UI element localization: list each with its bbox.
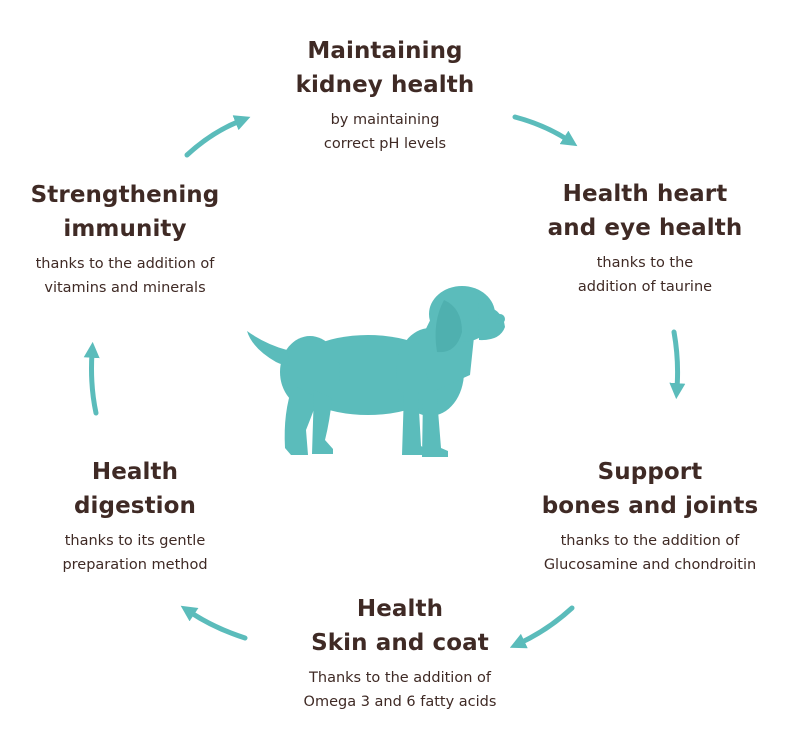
benefit-skin-coat: Health Skin and coat Thanks to the addit… [230, 592, 570, 714]
benefit-bones-joints: Support bones and joints thanks to the a… [500, 455, 800, 577]
benefit-kidney-title: Maintaining kidney health [295, 38, 475, 98]
benefit-digestion: Health digestion thanks to its gentle pr… [10, 455, 260, 577]
benefit-digestion-description: thanks to its gentle preparation method [62, 533, 208, 573]
arrow-kidney-to-heart-icon [512, 114, 578, 147]
benefit-bones-joints-title: Support bones and joints [541, 459, 759, 519]
arrow-skin-to-digestion-icon [180, 605, 248, 641]
benefit-skin-coat-description: Thanks to the addition of Omega 3 and 6 … [303, 670, 497, 710]
benefit-immunity: Strengthening immunity thanks to the add… [0, 178, 250, 300]
dog-silhouette-icon [247, 286, 505, 457]
benefit-bones-joints-description: thanks to the addition of Glucosamine an… [543, 533, 757, 573]
arrow-bones-to-skin-icon [509, 605, 575, 649]
benefit-kidney: Maintaining kidney health by maintaining… [230, 34, 540, 156]
benefit-skin-coat-title: Health Skin and coat [311, 596, 489, 656]
arrow-digestion-to-immunity-icon [83, 341, 100, 416]
arrow-heart-to-bones-icon [669, 329, 686, 400]
benefit-heart-eye: Health heart and eye health thanks to th… [500, 177, 790, 299]
benefit-heart-eye-description: thanks to the addition of taurine [577, 255, 713, 295]
benefit-heart-eye-title: Health heart and eye health [547, 181, 743, 241]
arrow-immunity-to-kidney-icon [184, 115, 251, 158]
benefit-immunity-title: Strengthening immunity [30, 182, 220, 242]
benefit-immunity-description: thanks to the addition of vitamins and m… [35, 256, 215, 296]
benefit-digestion-title: Health digestion [73, 459, 197, 519]
benefit-kidney-description: by maintaining correct pH levels [323, 112, 447, 152]
